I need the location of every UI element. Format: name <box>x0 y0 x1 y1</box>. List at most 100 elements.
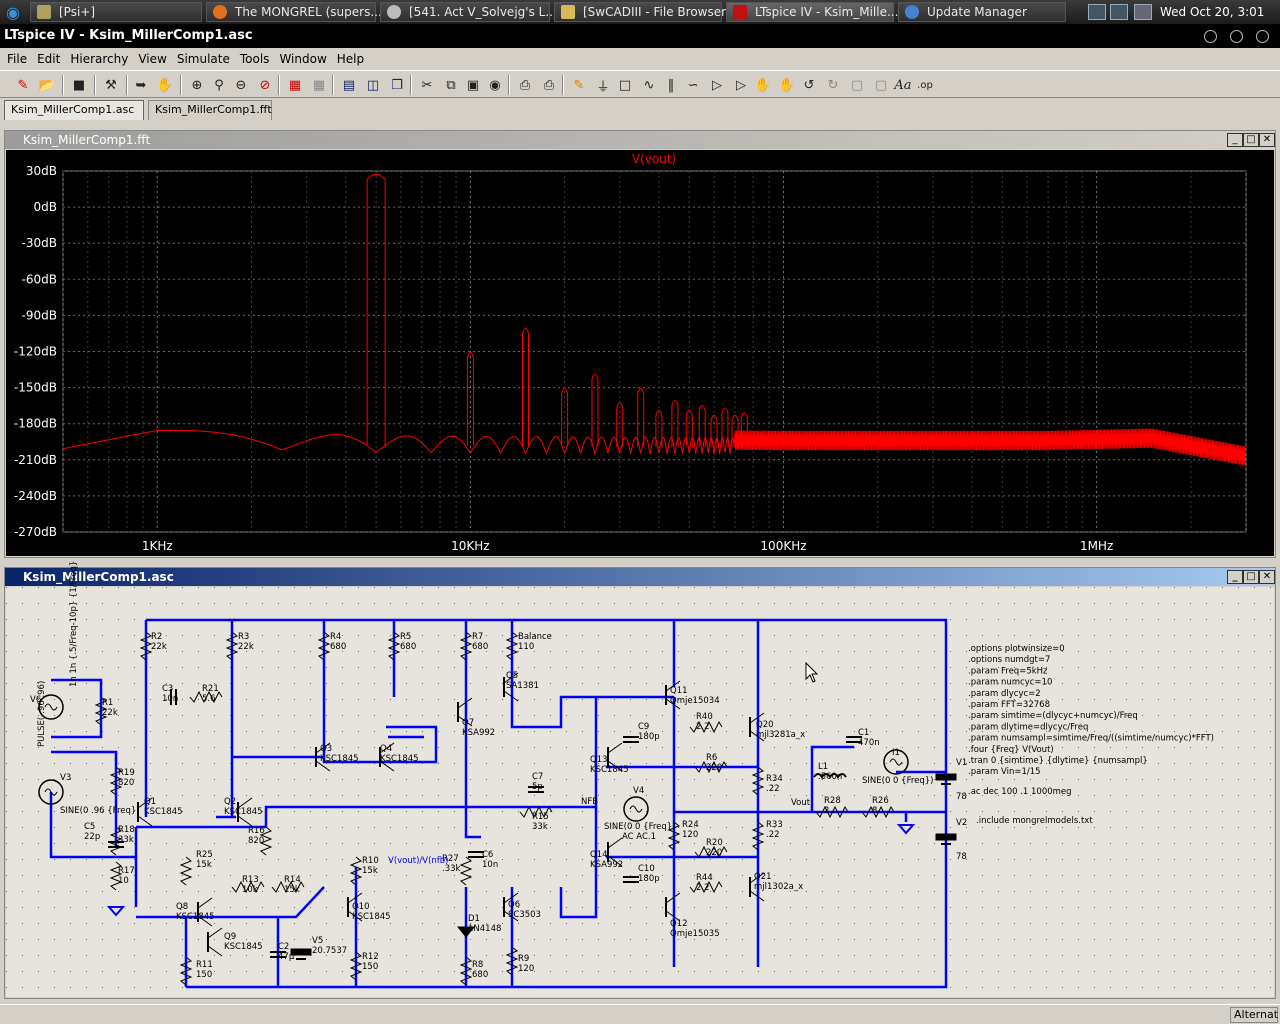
spice-directive[interactable]: .four {Freq} V(Vout) <box>968 745 1054 755</box>
resistor-r17[interactable] <box>109 861 123 891</box>
tab-fft[interactable]: Ksim_MillerComp1.fft <box>148 100 272 120</box>
fft-minimize-button[interactable]: _ <box>1227 133 1243 147</box>
resistor-r28[interactable] <box>815 805 849 819</box>
printer-icon[interactable] <box>1134 4 1152 20</box>
network-icon[interactable] <box>1110 4 1128 20</box>
paste-icon[interactable]: ▣ <box>466 77 480 93</box>
save-icon[interactable]: ■ <box>72 77 86 93</box>
resistor-balance[interactable] <box>505 631 519 661</box>
menu-file[interactable]: File <box>7 52 28 66</box>
cascade-icon[interactable]: ❐ <box>391 77 403 93</box>
mirror-icon[interactable]: ▢ <box>874 77 888 93</box>
spice-directive[interactable]: .param numcyc=10 <box>968 678 1052 688</box>
tab-schematic[interactable]: Ksim_MillerComp1.asc <box>4 100 144 120</box>
maximize-window-button[interactable] <box>1230 30 1243 43</box>
print-preview-icon[interactable]: ⎙ <box>519 77 531 93</box>
resistor-r26[interactable] <box>861 805 895 819</box>
spice-directive[interactable]: .param Vin=1/15 <box>968 767 1041 777</box>
source-i1[interactable] <box>883 749 909 775</box>
task-file-browser[interactable]: [SwCADIII - File Browser] <box>554 2 731 22</box>
control-panel-icon[interactable]: ⚒ <box>105 77 117 93</box>
resistor-r1[interactable] <box>94 696 108 726</box>
zoom-out-icon[interactable]: ⚲ <box>214 77 224 93</box>
schematic-minimize-button[interactable]: _ <box>1227 570 1243 584</box>
rotate-icon[interactable]: ▢ <box>850 77 864 93</box>
spice-directive[interactable]: .param numsampl=simtime/Freq/((simtime/n… <box>968 734 1214 744</box>
capacitor-icon[interactable]: ‖ <box>667 77 675 93</box>
source-v6[interactable] <box>38 694 64 720</box>
undo-icon[interactable]: ↺ <box>803 77 815 93</box>
resistor-icon[interactable]: ∿ <box>643 77 655 93</box>
resistor-r34[interactable] <box>751 766 765 796</box>
resistor-r9[interactable] <box>505 946 519 976</box>
resistor-r44[interactable] <box>689 880 723 894</box>
spice-directive[interactable]: .param Freq=5kHz <box>968 666 1048 676</box>
inductor-l1[interactable] <box>813 773 847 779</box>
screen-icon[interactable] <box>1088 4 1106 20</box>
open-icon[interactable]: 📂 <box>38 77 56 93</box>
clock[interactable]: Wed Oct 20, 3:01 AM <box>1160 5 1265 43</box>
fft-maximize-button[interactable]: □ <box>1243 133 1259 147</box>
drag-icon[interactable]: ✋ <box>778 77 796 93</box>
spice-directive[interactable]: .param FFT=32768 <box>968 700 1050 710</box>
resistor-r15[interactable] <box>519 805 553 819</box>
task-ltspice[interactable]: LTspice IV - Ksim_Mille... <box>726 2 898 22</box>
spice-directive[interactable]: .include mongrelmodels.txt <box>976 816 1093 826</box>
halt-icon[interactable]: ✋ <box>156 77 174 93</box>
resistor-r2[interactable] <box>139 631 153 661</box>
task-update-manager[interactable]: Update Manager <box>898 2 1066 22</box>
resistor-r16[interactable] <box>259 826 273 856</box>
minimize-window-button[interactable] <box>1204 30 1217 43</box>
resistor-r13[interactable] <box>231 880 265 894</box>
copy-icon[interactable]: ⧉ <box>446 77 456 93</box>
resistor-r21[interactable] <box>189 690 223 704</box>
resistor-r11[interactable] <box>179 956 193 986</box>
new-schematic-icon[interactable]: ✎ <box>17 77 29 93</box>
source-v4[interactable] <box>623 796 649 822</box>
resistor-r24[interactable] <box>667 821 681 851</box>
tile-horizontal-icon[interactable]: ▤ <box>342 77 356 93</box>
menu-hierarchy[interactable]: Hierarchy <box>70 52 129 66</box>
diode-icon[interactable]: ▷ <box>712 77 722 93</box>
redo-icon[interactable]: ↻ <box>827 77 839 93</box>
diode-d1[interactable] <box>456 926 476 938</box>
zoom-fit-icon[interactable]: ⊖ <box>235 77 247 93</box>
fft-window-title-bar[interactable]: Ksim_MillerComp1.fft _ □ ✕ <box>5 131 1275 149</box>
task-media[interactable]: [541. Act V_Solvejg's L... <box>380 2 557 22</box>
battery-v2[interactable] <box>935 833 957 841</box>
cut-icon[interactable]: ✂ <box>421 77 433 93</box>
resistor-r5[interactable] <box>387 631 401 661</box>
spice-directive[interactable]: .options numdgt=7 <box>968 655 1050 665</box>
menu-tools[interactable]: Tools <box>239 52 270 66</box>
schematic-maximize-button[interactable]: □ <box>1243 570 1259 584</box>
resistor-r10[interactable] <box>349 856 363 886</box>
schematic-window-title-bar[interactable]: Ksim_MillerComp1.asc _ □ ✕ <box>5 568 1275 586</box>
inductor-icon[interactable]: ∽ <box>687 77 699 93</box>
spice-directive-icon[interactable]: .op <box>917 79 933 91</box>
task-firefox[interactable]: The MONGREL (supers... <box>206 2 382 22</box>
print-icon[interactable]: ⎙ <box>543 77 555 93</box>
resistor-r27[interactable] <box>459 856 473 886</box>
menu-help[interactable]: Help <box>336 52 365 66</box>
label-net-icon[interactable]: □ <box>618 77 632 93</box>
text-icon[interactable]: Aa <box>894 77 912 93</box>
zoom-in-icon[interactable]: ⊕ <box>191 77 203 93</box>
autorange-icon[interactable]: ▦ <box>288 77 302 93</box>
schematic-canvas[interactable]: R222kR322kR4680R5680R7680Balance110C310n… <box>6 561 1274 997</box>
run-icon[interactable]: ➥ <box>135 77 147 93</box>
resistor-r40[interactable] <box>689 720 723 734</box>
battery-v5[interactable] <box>290 948 312 956</box>
menu-simulate[interactable]: Simulate <box>176 52 230 66</box>
fft-close-button[interactable]: ✕ <box>1259 133 1275 147</box>
component-icon[interactable]: ▷ <box>736 77 746 93</box>
close-window-button[interactable] <box>1256 30 1269 43</box>
menu-view[interactable]: View <box>138 52 167 66</box>
resistor-r19[interactable] <box>109 766 123 796</box>
resistor-r7[interactable] <box>459 631 473 661</box>
fft-plot[interactable]: V(vout) 30dB0dB-30dB-60dB-90dB-120dB-150… <box>6 150 1274 556</box>
resistor-r6[interactable] <box>694 760 728 774</box>
resistor-r3[interactable] <box>225 631 239 661</box>
zoom-cancel-icon[interactable]: ⊘ <box>259 77 271 93</box>
wire-icon[interactable]: ✎ <box>573 77 585 93</box>
find-icon[interactable]: ◉ <box>489 77 501 93</box>
